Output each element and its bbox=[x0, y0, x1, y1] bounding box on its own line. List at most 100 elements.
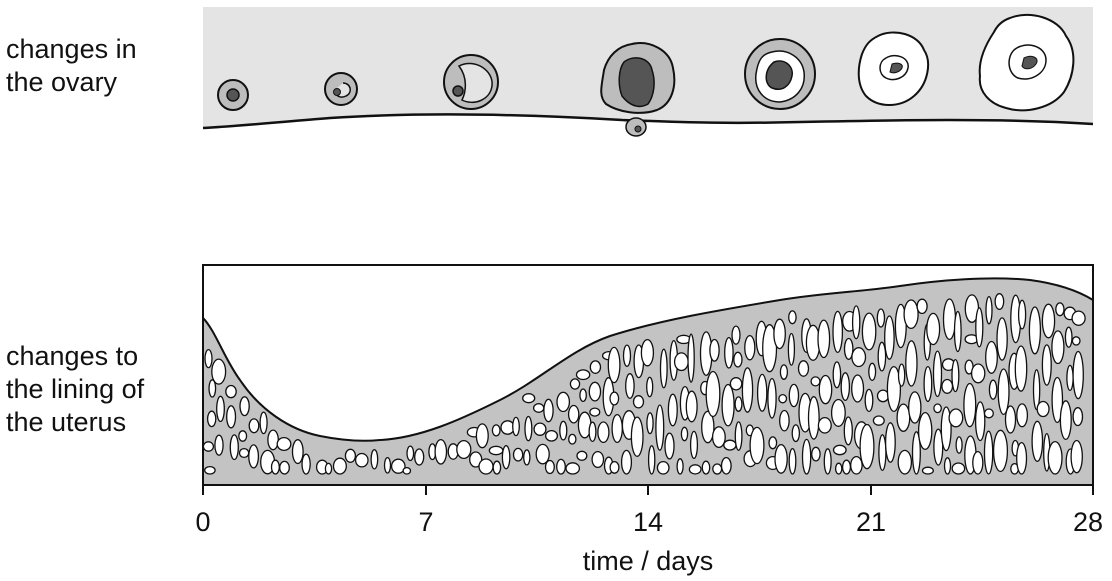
gland bbox=[479, 459, 493, 474]
gland bbox=[302, 454, 310, 474]
gland bbox=[812, 447, 820, 461]
gland bbox=[989, 380, 996, 399]
gland bbox=[995, 294, 1004, 310]
gland bbox=[534, 404, 544, 413]
gland bbox=[745, 336, 755, 360]
gland bbox=[371, 450, 378, 469]
gland bbox=[205, 350, 212, 368]
gland bbox=[722, 385, 734, 426]
gland bbox=[569, 406, 579, 423]
gland bbox=[832, 400, 846, 427]
gland bbox=[924, 367, 932, 402]
gland bbox=[570, 379, 579, 389]
gland bbox=[647, 377, 653, 396]
gland bbox=[997, 318, 1007, 360]
gland bbox=[836, 463, 842, 474]
gland bbox=[725, 338, 733, 368]
released-egg bbox=[626, 118, 646, 136]
growing-follicle-3 bbox=[444, 55, 498, 109]
gland bbox=[789, 449, 796, 474]
gland bbox=[525, 417, 532, 441]
gland bbox=[260, 412, 267, 433]
gland bbox=[691, 431, 698, 458]
gland bbox=[909, 392, 921, 423]
gland bbox=[730, 378, 741, 390]
gland bbox=[852, 348, 866, 367]
gland bbox=[610, 462, 619, 474]
gland bbox=[577, 370, 590, 380]
gland bbox=[546, 461, 555, 474]
gland bbox=[293, 440, 304, 464]
gland bbox=[277, 438, 291, 451]
gland bbox=[272, 460, 280, 474]
gland bbox=[985, 409, 994, 418]
tick-label-21: 21 bbox=[856, 507, 886, 537]
gland bbox=[769, 437, 777, 449]
gland bbox=[852, 375, 864, 402]
gland bbox=[934, 404, 941, 413]
tick-label-28: 28 bbox=[1073, 507, 1103, 537]
gland bbox=[818, 418, 831, 433]
gland bbox=[860, 425, 874, 469]
gland bbox=[230, 435, 238, 460]
gland bbox=[897, 404, 910, 431]
gland bbox=[844, 417, 852, 445]
gland bbox=[626, 374, 634, 399]
gland bbox=[898, 450, 911, 474]
gland bbox=[994, 430, 1008, 471]
gland bbox=[569, 434, 576, 444]
time-axis: 0 7 14 21 28 time / days bbox=[195, 485, 1103, 576]
gland bbox=[544, 399, 553, 421]
gland bbox=[415, 449, 424, 465]
gland bbox=[862, 313, 875, 350]
gland bbox=[546, 431, 558, 441]
gland bbox=[724, 440, 736, 450]
gland bbox=[268, 430, 278, 450]
gland bbox=[735, 422, 742, 450]
gland bbox=[906, 341, 917, 386]
gland bbox=[239, 431, 247, 441]
gland bbox=[677, 459, 683, 474]
gland bbox=[249, 445, 259, 468]
mature-follicle bbox=[601, 43, 674, 113]
gland bbox=[799, 361, 809, 376]
gland bbox=[713, 464, 722, 474]
gland bbox=[923, 467, 934, 474]
gland bbox=[589, 382, 600, 401]
gland bbox=[934, 351, 942, 396]
gland bbox=[886, 423, 896, 462]
gland bbox=[1019, 300, 1026, 329]
gland bbox=[1072, 311, 1085, 325]
gland bbox=[833, 362, 840, 388]
gland bbox=[758, 374, 767, 411]
gland bbox=[956, 437, 962, 453]
gland bbox=[945, 458, 951, 474]
gland bbox=[557, 459, 566, 474]
gland bbox=[873, 416, 884, 425]
gland bbox=[869, 363, 876, 380]
gland bbox=[735, 397, 742, 411]
gland bbox=[780, 365, 787, 379]
gland bbox=[853, 306, 860, 339]
gland bbox=[834, 445, 847, 454]
gland bbox=[824, 449, 831, 474]
gland bbox=[768, 379, 776, 418]
gland bbox=[598, 422, 609, 442]
gland bbox=[750, 427, 764, 463]
gland bbox=[779, 395, 787, 403]
gland bbox=[334, 458, 347, 474]
gland bbox=[476, 424, 488, 448]
gland bbox=[407, 446, 414, 460]
gland bbox=[665, 433, 674, 459]
gland bbox=[843, 460, 851, 474]
gland bbox=[1060, 401, 1071, 440]
gland bbox=[641, 340, 653, 366]
gland bbox=[789, 384, 798, 406]
gland bbox=[1006, 406, 1016, 433]
gland bbox=[435, 440, 446, 464]
gland bbox=[879, 435, 886, 471]
gland bbox=[917, 299, 927, 313]
tick-label-0: 0 bbox=[195, 507, 210, 537]
gland bbox=[661, 349, 668, 388]
gland bbox=[560, 421, 567, 440]
